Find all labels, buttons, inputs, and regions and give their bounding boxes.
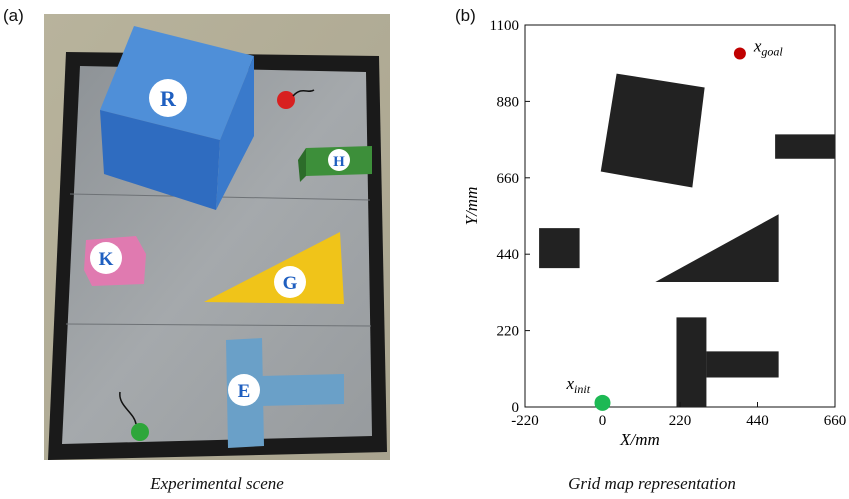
block-g: G xyxy=(204,232,344,304)
obstacle-bar-right xyxy=(775,134,835,159)
point-goal xyxy=(733,47,746,60)
block-e: E xyxy=(226,338,344,448)
robot-red xyxy=(277,89,315,109)
svg-text:H: H xyxy=(333,154,345,170)
obstacle-small-left xyxy=(539,228,580,269)
y-tick-label: 1100 xyxy=(490,18,519,34)
x-tick-label: 440 xyxy=(746,413,769,429)
x-tick-label: 0 xyxy=(599,413,607,429)
y-tick-label: 660 xyxy=(497,171,520,187)
caption-a: Experimental scene xyxy=(150,474,284,493)
svg-text:G: G xyxy=(283,273,298,294)
block-k: K xyxy=(84,236,146,286)
robot-green xyxy=(119,391,149,441)
point-label-init: xinit xyxy=(566,374,591,396)
y-axis-label: Y/mm xyxy=(462,187,481,226)
y-tick-label: 220 xyxy=(497,324,520,340)
svg-text:E: E xyxy=(238,381,251,402)
caption-b: Grid map representation xyxy=(568,474,736,493)
obstacle-triangle xyxy=(655,214,779,282)
experimental-scene-image: R H K G E xyxy=(44,14,390,460)
block-r: R xyxy=(100,26,254,210)
point-init xyxy=(594,394,611,411)
svg-text:R: R xyxy=(160,86,177,111)
svg-text:K: K xyxy=(99,249,114,270)
obstacle-t-stem xyxy=(676,317,707,407)
x-tick-label: 220 xyxy=(669,413,692,429)
y-tick-label: 0 xyxy=(512,400,520,416)
panel-a-label: (a) xyxy=(3,6,24,25)
x-tick-label: -220 xyxy=(511,413,539,429)
y-tick-label: 880 xyxy=(497,94,520,110)
y-tick-label: 440 xyxy=(497,247,520,263)
x-tick-label: 660 xyxy=(824,413,847,429)
point-label-goal: xgoal xyxy=(753,36,784,58)
x-axis-label: X/mm xyxy=(619,430,660,449)
panel-b-label: (b) xyxy=(455,6,476,25)
block-h: H xyxy=(298,146,372,182)
obstacle-square xyxy=(600,73,705,188)
obstacle-t-bar xyxy=(706,351,779,378)
